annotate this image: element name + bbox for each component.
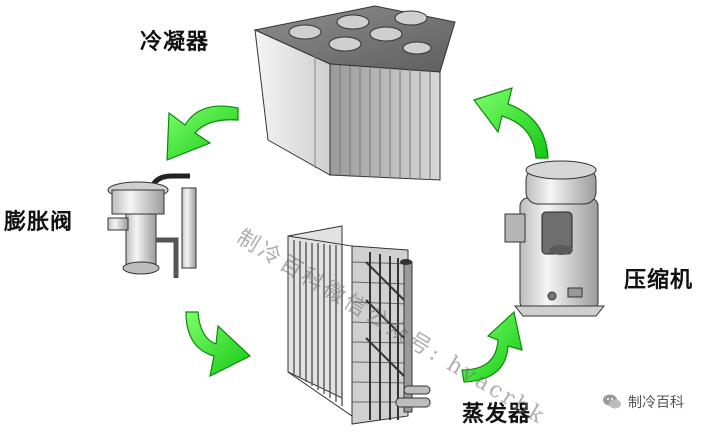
flow-arrow xyxy=(473,87,549,159)
fan-icon xyxy=(288,24,322,40)
condenser-unit xyxy=(253,5,456,181)
flow-arrow xyxy=(166,105,239,161)
wechat-account-name: 制冷百科 xyxy=(628,395,684,411)
wechat-icon xyxy=(603,394,621,409)
compressor-label: 压缩机 xyxy=(624,268,694,293)
wechat-account-badge: 制冷百科 xyxy=(602,392,684,412)
expansion-valve xyxy=(107,173,197,278)
fan-icon xyxy=(402,41,432,55)
fan-icon xyxy=(394,10,428,26)
fan-icon xyxy=(328,36,362,52)
evaporator-label: 蒸发器 xyxy=(462,402,532,427)
fan-icon xyxy=(369,26,403,42)
flow-arrow xyxy=(185,311,252,378)
scroll-compressor xyxy=(504,160,606,317)
expansion-valve-label: 膨胀阀 xyxy=(4,210,74,235)
flow-arrow xyxy=(461,310,523,383)
evaporator-coil xyxy=(287,225,431,425)
fan-icon xyxy=(336,14,370,30)
condenser-label: 冷凝器 xyxy=(140,30,210,55)
